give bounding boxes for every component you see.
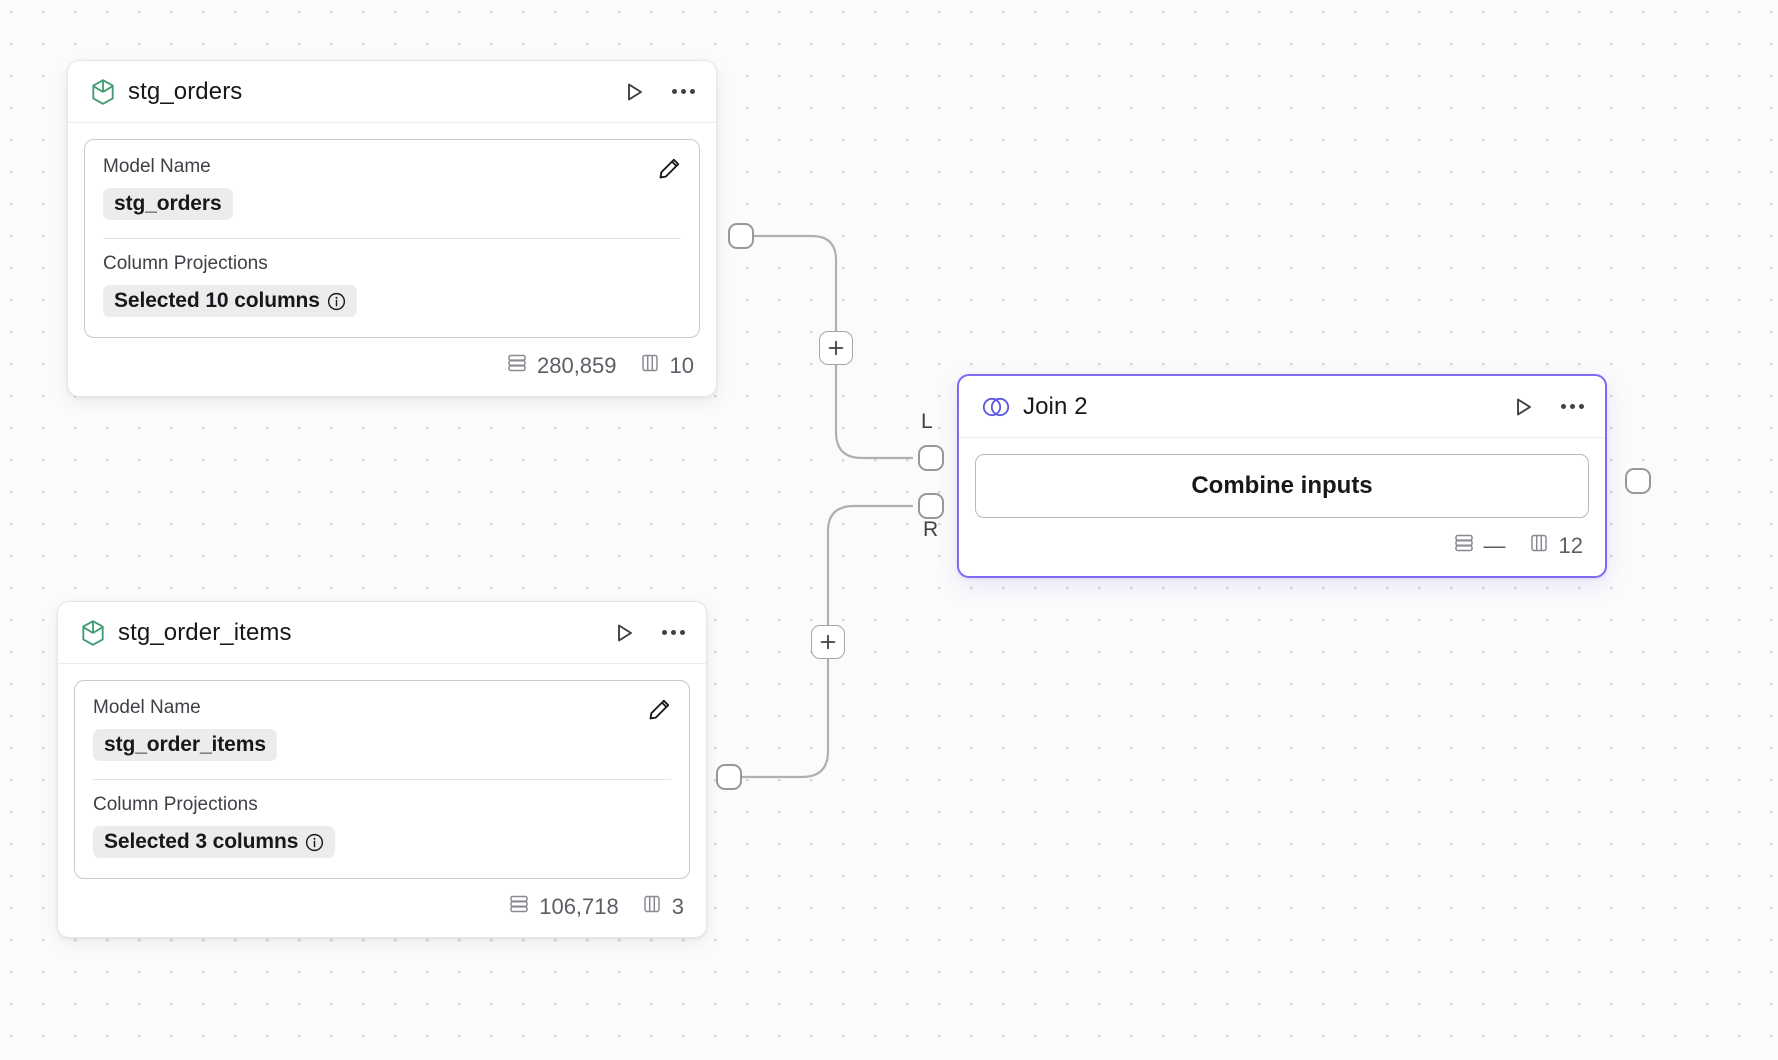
edge-add-button-top[interactable] bbox=[819, 331, 853, 365]
combine-inputs-button[interactable]: Combine inputs bbox=[975, 454, 1589, 518]
columns-value: 10 bbox=[669, 353, 694, 378]
rows-value: 280,859 bbox=[536, 353, 617, 378]
stat-columns: 3 bbox=[641, 893, 684, 921]
more-dots bbox=[671, 89, 695, 94]
rows-value: — bbox=[1483, 533, 1506, 558]
chip-model-name-value: stg_orders bbox=[114, 192, 222, 215]
port-output-stg-orders[interactable] bbox=[728, 223, 754, 249]
node-stats: — 12 bbox=[959, 518, 1605, 576]
node-stg-order-items[interactable]: stg_order_items Model Name bbox=[57, 601, 707, 938]
node-join-2[interactable]: Join 2 Combine inputs bbox=[957, 374, 1607, 578]
chip-model-name[interactable]: stg_order_items bbox=[93, 729, 277, 761]
info-icon[interactable] bbox=[327, 292, 346, 311]
edit-pencil-icon[interactable] bbox=[655, 154, 683, 182]
more-icon[interactable] bbox=[660, 620, 686, 646]
node-header: Join 2 bbox=[959, 376, 1605, 438]
port-input-join-left[interactable] bbox=[918, 445, 944, 471]
edge-add-button-bottom[interactable] bbox=[811, 625, 845, 659]
port-label-right: R bbox=[923, 518, 939, 541]
more-dots bbox=[1560, 404, 1584, 409]
rows-icon bbox=[506, 352, 528, 380]
more-dots bbox=[661, 630, 685, 635]
join-venn-icon bbox=[981, 395, 1011, 419]
port-output-stg-order-items[interactable] bbox=[716, 764, 742, 790]
info-icon[interactable] bbox=[305, 833, 324, 852]
model-config-box: Model Name stg_orders Column Projections… bbox=[84, 139, 700, 338]
columns-icon bbox=[1528, 532, 1550, 560]
columns-icon bbox=[641, 893, 663, 921]
model-config-box: Model Name stg_order_items Column Projec… bbox=[74, 680, 690, 879]
rows-icon bbox=[1453, 532, 1475, 560]
play-icon[interactable] bbox=[1509, 393, 1537, 421]
columns-icon bbox=[639, 352, 661, 380]
chip-column-projections[interactable]: Selected 10 columns bbox=[103, 285, 357, 317]
port-input-join-right[interactable] bbox=[918, 493, 944, 519]
plus-icon bbox=[828, 340, 844, 356]
stat-rows: — bbox=[1453, 532, 1506, 560]
node-title: Join 2 bbox=[1023, 392, 1088, 420]
field-label-column-projections: Column Projections bbox=[103, 253, 268, 274]
field-divider bbox=[103, 238, 681, 239]
chip-column-projections[interactable]: Selected 3 columns bbox=[93, 826, 336, 858]
rows-value: 106,718 bbox=[539, 894, 619, 919]
field-label-model-name: Model Name bbox=[93, 697, 201, 718]
port-output-join-2[interactable] bbox=[1625, 468, 1651, 494]
node-stg-orders[interactable]: stg_orders Model Name s bbox=[67, 60, 717, 397]
stat-columns: 12 bbox=[1528, 532, 1583, 560]
more-icon[interactable] bbox=[1559, 394, 1585, 420]
more-icon[interactable] bbox=[670, 79, 696, 105]
field-label-model-name: Model Name bbox=[103, 156, 211, 177]
node-title: stg_orders bbox=[128, 77, 243, 105]
node-stats: 280,859 10 bbox=[68, 338, 716, 396]
chip-column-projections-value: Selected 10 columns bbox=[114, 289, 320, 312]
play-icon[interactable] bbox=[620, 78, 648, 106]
node-title: stg_order_items bbox=[118, 618, 292, 646]
edit-pencil-icon[interactable] bbox=[645, 695, 673, 723]
play-icon[interactable] bbox=[610, 619, 638, 647]
field-divider bbox=[93, 779, 671, 780]
plus-icon bbox=[820, 634, 836, 650]
combine-inputs-label: Combine inputs bbox=[1191, 472, 1373, 499]
port-label-left: L bbox=[921, 410, 933, 433]
chip-model-name[interactable]: stg_orders bbox=[103, 188, 233, 220]
node-body: Model Name stg_order_items Column Projec… bbox=[58, 664, 706, 879]
node-header: stg_orders bbox=[68, 61, 716, 123]
stat-rows: 280,859 bbox=[506, 352, 617, 380]
stat-columns: 10 bbox=[639, 352, 694, 380]
node-stats: 106,718 3 bbox=[58, 879, 706, 937]
field-label-column-projections: Column Projections bbox=[93, 794, 258, 815]
node-body: Model Name stg_orders Column Projections… bbox=[68, 123, 716, 338]
chip-column-projections-value: Selected 3 columns bbox=[104, 830, 299, 853]
columns-value: 12 bbox=[1558, 533, 1583, 558]
node-header: stg_order_items bbox=[58, 602, 706, 664]
columns-value: 3 bbox=[671, 894, 684, 919]
stat-rows: 106,718 bbox=[508, 893, 619, 921]
chip-model-name-value: stg_order_items bbox=[104, 733, 266, 756]
cube-icon bbox=[90, 78, 116, 106]
rows-icon bbox=[508, 893, 530, 921]
cube-icon bbox=[80, 619, 106, 647]
node-body: Combine inputs bbox=[959, 438, 1605, 518]
